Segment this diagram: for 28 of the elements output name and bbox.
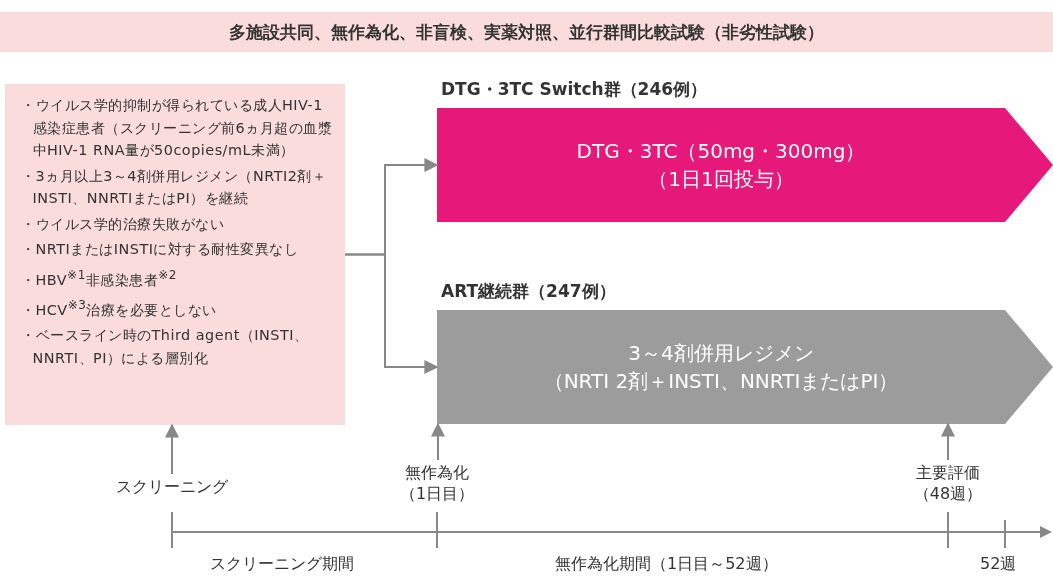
arrow	[344, 253, 439, 374]
criteria-item: ・HBV$^{※1}$非感染患者$^{※2}$	[21, 266, 178, 290]
criteria-box	[5, 84, 345, 425]
criteria-item: ・ウイルス学的治療失敗がない	[21, 214, 225, 234]
group-heading: ART継続群（247例）	[441, 280, 616, 303]
title-text: 多施設共同、無作為化、非盲検、実薬対照、並行群間比較試験（非劣性試験）	[229, 20, 824, 44]
arrow	[941, 422, 955, 461]
arrow	[431, 422, 445, 461]
period-label: 52週	[980, 554, 1017, 575]
treatment-text: 3～4剤併用レジメン	[628, 340, 814, 367]
criteria-item: ・3ヵ月以上3～4剤併用レジメン（NRTI2剤＋INSTI、NNRTIまたはPI）を継続	[21, 166, 328, 208]
timepoint-label: （1日目）	[399, 483, 475, 504]
criteria-item: ・HCV$^{※3}$治療を必要としない	[21, 296, 218, 320]
period-label: 無作為化期間（1日目～52週）	[555, 554, 778, 575]
timepoint-label: 無作為化	[405, 462, 469, 483]
criteria-item: ・NRTIまたはINSTIに対する耐性変異なし	[21, 240, 300, 259]
title-band	[0, 12, 1053, 52]
arrow	[165, 423, 179, 475]
treatment-text: DTG・3TC（50mg・300mg）	[576, 138, 866, 165]
group-heading: DTG・3TC Switch群（246例）	[441, 78, 708, 101]
timepoint-label: 主要評価	[916, 462, 980, 483]
period-label: スクリーニング期間	[210, 554, 354, 575]
treatment-text: （1日1回投与）	[648, 166, 794, 193]
timepoint-label: スクリーニング	[116, 476, 228, 497]
criteria-item: ・ベースライン時のThird agent（INSTI、NNRTI、PI）による層別化	[21, 326, 310, 368]
timepoint-label: （48週）	[913, 483, 983, 504]
treatment-text: （NRTI 2剤＋INSTI、NNRTIまたはPI）	[543, 368, 899, 395]
criteria-item: ・ウイルス学的抑制が得られている成人HIV-1感染症患者（スクリーニング前6ヵ月超の血漿中HIV-1 RNA量が50copies/mL未満）	[21, 96, 334, 160]
